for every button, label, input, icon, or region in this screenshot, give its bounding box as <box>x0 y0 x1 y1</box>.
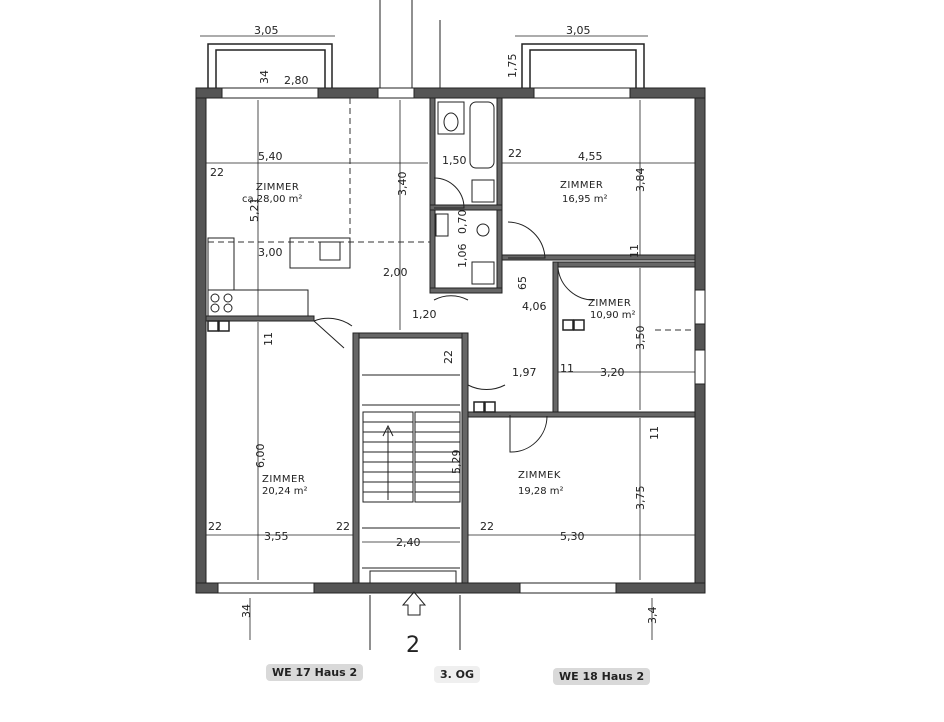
room-2-name: ZIMMER <box>560 180 603 191</box>
room-1-area: ca.28,00 m² <box>242 194 302 205</box>
dim-room5-width: 5,30 <box>560 530 585 543</box>
room-5-name: ZIMMEK <box>518 470 561 481</box>
dim-340: 3,40 <box>396 172 409 197</box>
chimneys <box>207 319 585 413</box>
dim-106: 1,06 <box>456 244 469 269</box>
entrance-number: 2 <box>406 633 420 658</box>
dim-room4-height: 6,00 <box>254 444 267 469</box>
dim-stair-width: 2,40 <box>396 536 421 549</box>
label-we17: WE 17 Haus 2 <box>266 664 364 681</box>
dim-top-width: 5,40 <box>258 150 283 163</box>
room-4-area: 20,24 m² <box>262 486 308 497</box>
dim-197: 1,97 <box>512 366 537 379</box>
dim-22-b: 22 <box>508 147 522 160</box>
balconies <box>207 43 645 88</box>
staircase <box>362 374 461 569</box>
dim-300: 3,00 <box>258 246 283 259</box>
dim-room5-height: 3,75 <box>634 486 647 511</box>
dim-top-height: 5,21 <box>248 198 261 223</box>
dim-11-d: 11 <box>648 426 661 440</box>
dim-070: 0,70 <box>456 210 469 235</box>
dashed-lines <box>208 98 695 331</box>
label-we18: WE 18 Haus 2 <box>553 668 651 685</box>
room-1-name: ZIMMER <box>256 182 299 193</box>
dim-406: 4,06 <box>522 300 547 313</box>
dim-175: 1,75 <box>506 54 519 79</box>
room-3-area: 10,90 m² <box>590 310 636 321</box>
room-5-area: 19,28 m² <box>518 486 564 497</box>
dim-balcony-depth: 2,80 <box>284 74 309 87</box>
dim-22-f: 22 <box>442 350 455 364</box>
dim-22-a: 22 <box>210 166 224 179</box>
dim-22-e: 22 <box>480 520 494 533</box>
dim-120: 1,20 <box>412 308 437 321</box>
dim-balcony-left: 3,05 <box>254 24 279 37</box>
windows <box>217 87 706 594</box>
dim-65: 65 <box>516 276 529 290</box>
dim-34-bottom-right: 3,4 <box>646 607 659 625</box>
dim-room2-width: 4,55 <box>578 150 603 163</box>
doors <box>313 177 596 453</box>
dim-22-d: 22 <box>336 520 350 533</box>
dim-34-bottom-left: 34 <box>240 604 253 618</box>
dim-room3-height: 3,50 <box>634 326 647 351</box>
dim-room4-width: 3,55 <box>264 530 289 543</box>
dim-11-b: 11 <box>262 332 275 346</box>
entrance-arrow <box>369 0 461 650</box>
dimension-lines <box>200 35 695 640</box>
dim-150: 1,50 <box>442 154 467 167</box>
room-2-area: 16,95 m² <box>562 194 608 205</box>
room-3-name: ZIMMER <box>588 298 631 309</box>
dim-34-top: 34 <box>258 70 271 84</box>
dim-room3-width: 3,20 <box>600 366 625 379</box>
bathroom-fixtures <box>435 101 495 285</box>
label-floor: 3. OG <box>434 666 481 683</box>
dim-stair-height: 5,29 <box>450 450 463 475</box>
dim-11-a: 11 <box>628 244 641 258</box>
dim-22-c: 22 <box>208 520 222 533</box>
dim-room2-height: 3,84 <box>634 168 647 193</box>
room-4-name: ZIMMER <box>262 474 305 485</box>
interior-walls <box>205 97 696 584</box>
dim-200: 2,00 <box>383 266 408 279</box>
dim-balcony-right: 3,05 <box>566 24 591 37</box>
dim-11-c: 11 <box>560 362 574 375</box>
